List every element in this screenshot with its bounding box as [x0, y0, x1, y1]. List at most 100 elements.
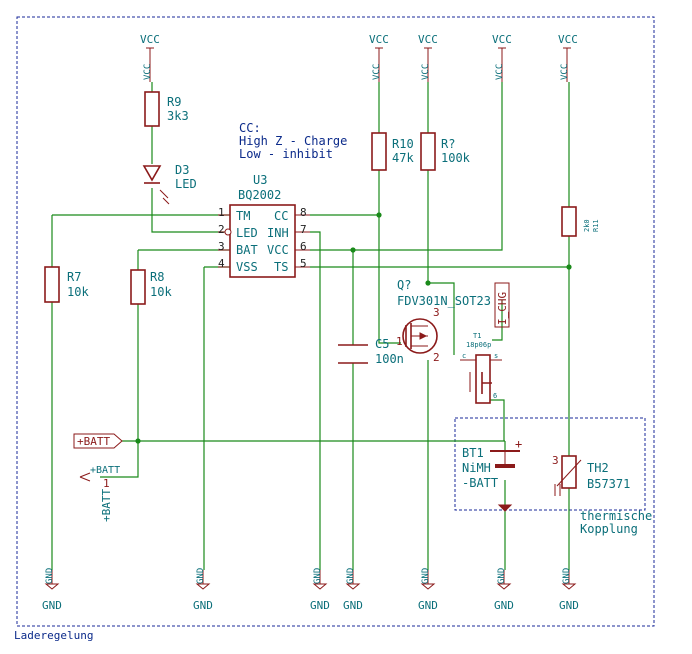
- u3-pin-name: TS: [274, 260, 289, 274]
- u3-pin-number: 6: [300, 240, 307, 253]
- battery-bt1: [490, 450, 520, 512]
- r7-ref: R7: [67, 270, 82, 284]
- bt1-ref: BT1: [462, 446, 484, 460]
- q-value: FDV301N_SOT23: [397, 294, 491, 308]
- u3-pin-name: VCC: [267, 243, 289, 257]
- vcc-pin-label: VCC: [372, 63, 382, 80]
- r8-value: 10k: [150, 285, 172, 299]
- gnd-label: GND: [193, 599, 213, 612]
- vcc-symbols: [146, 47, 571, 82]
- gnd-symbols: [44, 570, 577, 590]
- bt1-value: NiMH: [462, 461, 491, 475]
- mosfet-q: [402, 318, 438, 354]
- ichg-label-box: [494, 282, 510, 328]
- gnd-pin-label: GND: [196, 567, 206, 584]
- u3-pin-name: CC: [274, 209, 289, 223]
- th2-ref: TH2: [587, 461, 609, 475]
- r8-ref: R8: [150, 270, 165, 284]
- q-pin-number: 3: [433, 306, 440, 319]
- vcc-pin-label: VCC: [560, 63, 570, 80]
- batt-pin-name: +BATT: [90, 465, 121, 476]
- vcc-label: VCC: [418, 33, 438, 46]
- batt-pin-arrow: [79, 472, 91, 482]
- rq-ref: R?: [441, 137, 456, 151]
- thermal-coupling-box: [454, 417, 646, 511]
- cc-note-high: High Z - Charge: [239, 134, 348, 148]
- gnd-pin-label: GND: [497, 567, 507, 584]
- gnd-label: GND: [418, 599, 438, 612]
- sheet-border: [16, 16, 655, 627]
- batt-vertical-label: +BATT: [100, 488, 113, 522]
- u3-pin-number: 8: [300, 206, 307, 219]
- gnd-label: GND: [42, 599, 62, 612]
- sheet-name: Laderegelung: [14, 629, 94, 642]
- ichg-label: I_CHG: [496, 291, 509, 325]
- batt-plus-net: +BATT: [77, 435, 111, 448]
- r9-value: 3k3: [167, 109, 189, 123]
- u3-pin-name: VSS: [236, 260, 258, 274]
- vcc-label: VCC: [140, 33, 160, 46]
- r9-ref: R9: [167, 95, 182, 109]
- q-pin-number: 2: [433, 351, 440, 364]
- r11-value: 2k0: [583, 219, 591, 232]
- t1-pin: 6: [493, 392, 498, 400]
- gnd-pin-label: GND: [421, 567, 431, 584]
- cc-note-low: Low - inhibit: [239, 147, 333, 161]
- r7-value: 10k: [67, 285, 89, 299]
- batt-net-label: [73, 433, 123, 449]
- bt1-plus-pin: +: [515, 437, 523, 451]
- rq-value: 100k: [441, 151, 470, 165]
- u3-pin-name: INH: [267, 226, 289, 240]
- led-symbol: [142, 165, 170, 205]
- c5-value: 100n: [375, 352, 404, 366]
- d3-value: LED: [175, 177, 197, 191]
- r10-value: 47k: [392, 151, 414, 165]
- u3-pin-name: LED: [236, 226, 258, 240]
- u3-value: BQ2002: [238, 188, 282, 202]
- gnd-label: GND: [310, 599, 330, 612]
- gnd-label: GND: [559, 599, 579, 612]
- thermistor-th2: [554, 455, 582, 496]
- u3-pin-number: 2: [218, 223, 225, 236]
- vcc-pin-label: VCC: [421, 63, 431, 80]
- gnd-pin-label: GND: [562, 567, 572, 584]
- gnd-pin-label: GND: [346, 567, 356, 584]
- wires: [51, 82, 570, 570]
- gnd-pin-label: GND: [45, 567, 55, 584]
- gnd-label: GND: [343, 599, 363, 612]
- u3-pin-name: BAT: [236, 243, 258, 257]
- r10-ref: R10: [392, 137, 414, 151]
- t1-pin: s: [494, 352, 499, 360]
- t1-value: 18p06p: [466, 341, 492, 349]
- th2-value: B57371: [587, 477, 631, 491]
- bt1-label: -BATT: [462, 476, 499, 490]
- u3-pin-number: 1: [218, 206, 225, 219]
- t1-pin: c: [462, 352, 467, 360]
- t1-ref: T1: [473, 332, 482, 340]
- u3-pin-number: 5: [300, 257, 307, 270]
- capacitor-c5: [338, 344, 368, 364]
- th2-pin: 3: [552, 454, 559, 467]
- junctions: [135, 212, 572, 444]
- q-ref: Q?: [397, 278, 412, 292]
- gnd-label: GND: [494, 599, 514, 612]
- gnd-pin-label: GND: [313, 567, 323, 584]
- ic-u3: [218, 204, 310, 278]
- resistors: [44, 91, 577, 305]
- u3-pin-name: TM: [236, 209, 251, 223]
- transistor-t1: [460, 354, 502, 404]
- u3-ref: U3: [253, 173, 268, 187]
- vcc-label: VCC: [558, 33, 578, 46]
- vcc-pin-label: VCC: [495, 63, 505, 80]
- c5-ref: C5: [375, 337, 390, 351]
- d3-ref: D3: [175, 163, 190, 177]
- q-pin-number: 1: [396, 335, 403, 348]
- cc-note-title: CC:: [239, 121, 261, 135]
- vcc-pin-label: VCC: [143, 63, 153, 80]
- batt-pin-number: 1: [103, 477, 110, 490]
- u3-pin-number: 4: [218, 257, 225, 270]
- u3-pin-number: 7: [300, 223, 307, 236]
- r11-ref: R11: [592, 219, 600, 232]
